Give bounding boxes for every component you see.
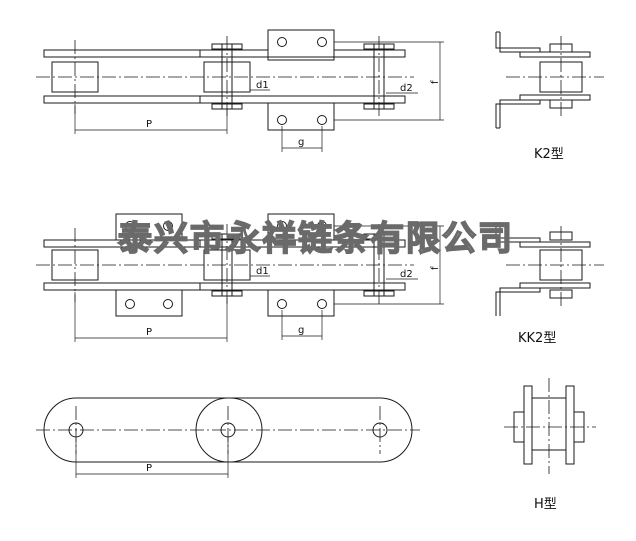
kk2-d1-label: d1 <box>256 266 269 277</box>
h-end-plate-right <box>565 385 575 465</box>
kk2-end-bracket-bottom <box>495 287 541 316</box>
k2-plate-hole <box>317 37 327 47</box>
k2-end-view: K2型 <box>495 31 604 162</box>
kk2-pitch-label: P <box>146 327 152 338</box>
kk2-plate-hole <box>277 299 287 309</box>
kk2-plate-hole <box>163 221 173 231</box>
h-end-plate-left <box>523 385 533 465</box>
kk2-side-view: P d1 d2 g f <box>36 213 444 342</box>
kk2-attachment-plate-left-top-front <box>115 213 183 241</box>
kk2-f-label: f <box>430 266 441 270</box>
k2-end-bracket-top <box>495 32 541 53</box>
kk2-plate-hole <box>317 221 327 231</box>
k2-pitch-label: P <box>146 119 152 130</box>
kk2-caption: KK2型 <box>518 331 556 346</box>
kk2-d2-label: d2 <box>400 269 413 280</box>
kk2-end-plate <box>519 282 591 289</box>
kk2-plate-hole <box>125 299 135 309</box>
kk2-plate-hole <box>317 299 327 309</box>
h-side-view: P <box>36 397 420 478</box>
k2-g-label: g <box>298 137 304 148</box>
k2-plate-hole <box>277 37 287 47</box>
k2-end-plate <box>519 51 591 58</box>
kk2-g-label: g <box>298 325 304 336</box>
h-inner-plate-outline <box>76 397 263 463</box>
k2-d2-label: d2 <box>400 83 413 94</box>
kk2-end-plate <box>519 241 591 248</box>
kk2-attachment-plate-right-bottom-front <box>267 289 335 317</box>
k2-side-view: P d1 d2 g f <box>36 29 444 152</box>
kk2-plate-hole <box>277 221 287 231</box>
k2-caption: K2型 <box>534 147 564 162</box>
k2-plate-hole <box>277 115 287 125</box>
k2-d1-label: d1 <box>256 80 269 91</box>
k2-end-bracket-bottom <box>495 99 541 128</box>
kk2-plate-hole <box>125 221 135 231</box>
kk2-attachment-plate-right-top-front <box>267 213 335 241</box>
company-watermark: 泰兴市永祥链条有限公司 <box>118 219 514 259</box>
kk2-end-view: KK2型 <box>495 222 604 346</box>
k2-attachment-plate-top-front <box>267 29 335 58</box>
kk2-attachment-plate-left-bottom-front <box>115 289 183 317</box>
kk2-end-bracket-top <box>495 222 541 243</box>
k2-end-plate <box>519 94 591 101</box>
h-end-view: H型 <box>504 378 596 512</box>
h-pitch-label: P <box>146 463 152 474</box>
h-caption: H型 <box>534 497 557 512</box>
kk2-plate-hole <box>163 299 173 309</box>
k2-f-label: f <box>430 80 441 84</box>
k2-plate-hole <box>317 115 327 125</box>
